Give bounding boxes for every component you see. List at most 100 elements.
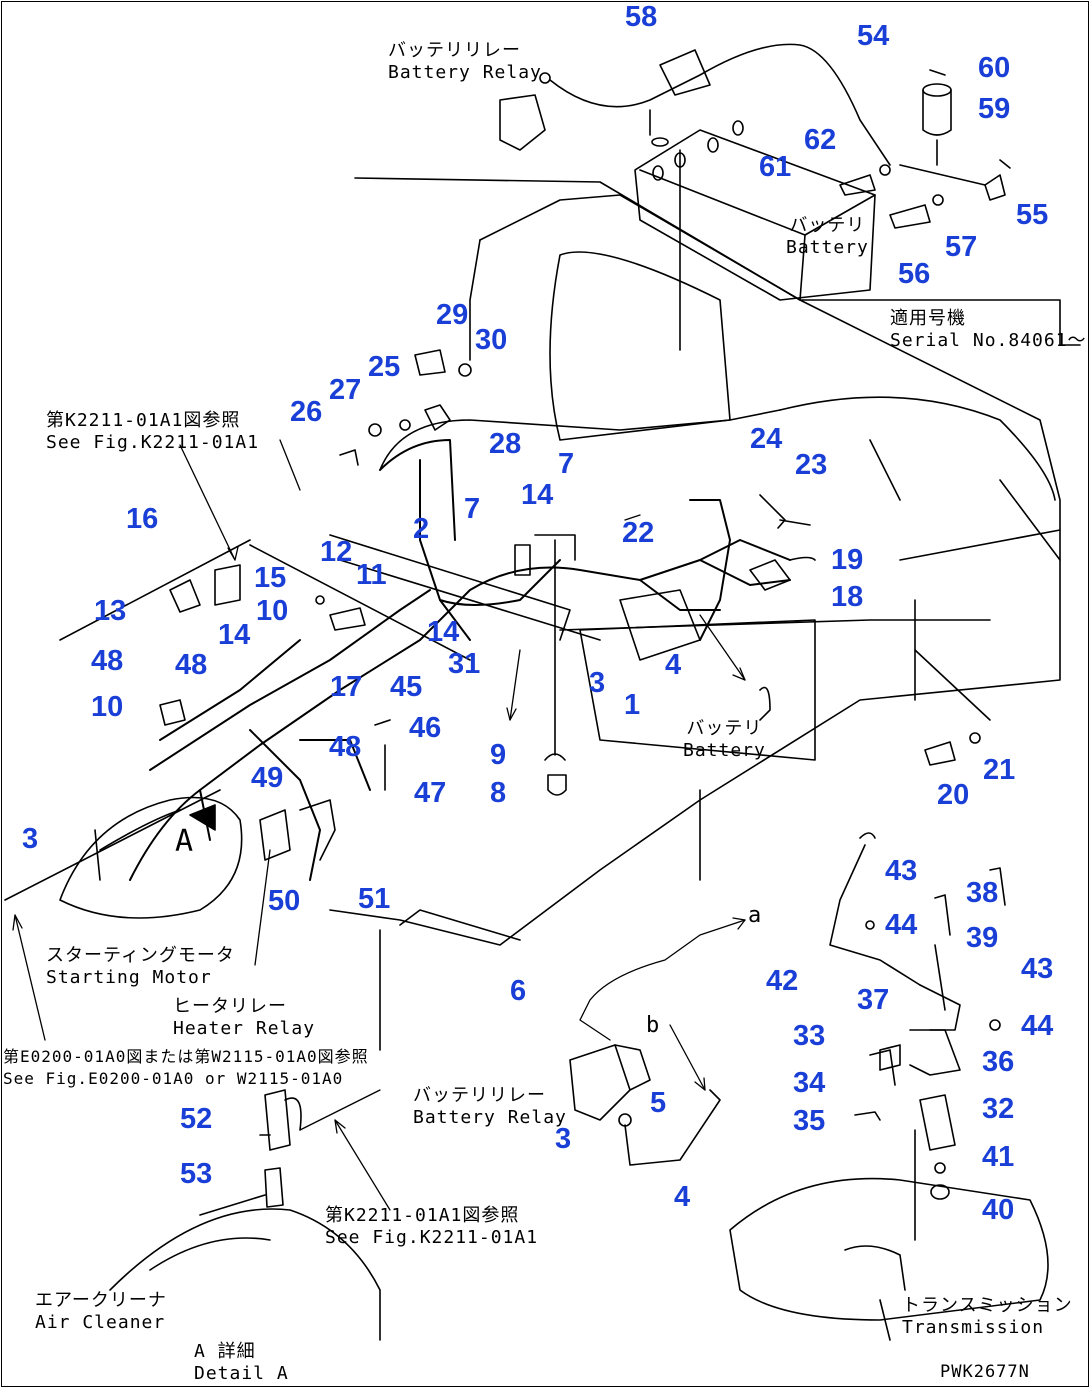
callout-59: 59 [978, 93, 1011, 125]
callout-48-right: 48 [329, 731, 362, 763]
label-see-fig-k2211-left: 第K2211-01A1図参照 See Fig.K2211-01A1 [46, 410, 259, 454]
callout-1: 1 [624, 689, 641, 721]
callout-56: 56 [898, 258, 931, 290]
label-see-fig-e0200: 第E0200-01A0図または第W2115-01A0図参照 See Fig.E0… [3, 1046, 369, 1090]
label-en: Detail A [194, 1363, 289, 1384]
callout-3-battery: 3 [589, 667, 606, 699]
label-jp: A 詳細 [194, 1341, 256, 1362]
callout-28: 28 [489, 428, 522, 460]
label-jp: スターティングモータ [46, 945, 235, 966]
callout-35: 35 [793, 1105, 826, 1137]
callout-53: 53 [180, 1158, 213, 1190]
callout-51: 51 [358, 883, 391, 915]
label-transmission: トランスミッション Transmission [902, 1295, 1073, 1339]
transmission-bracket-drawing [729, 832, 1049, 1341]
callout-42: 42 [766, 965, 799, 997]
callout-8: 8 [490, 777, 507, 809]
marker-a: a [748, 903, 763, 928]
callout-17: 17 [330, 671, 363, 703]
label-en: Transmission [902, 1317, 1045, 1338]
callout-21: 21 [983, 754, 1016, 786]
callout-48-left: 48 [91, 645, 124, 677]
battery-relay-top-drawing [499, 43, 891, 166]
callout-46: 46 [409, 712, 442, 744]
callout-13: 13 [94, 595, 127, 627]
label-en: Battery [786, 237, 869, 258]
marker-b: b [646, 1013, 661, 1038]
callout-62: 62 [804, 124, 837, 156]
callout-36: 36 [982, 1046, 1015, 1078]
callout-7-upper: 7 [558, 448, 575, 480]
callout-44-upper: 44 [885, 909, 918, 941]
label-en: See Fig.K2211-01A1 [46, 432, 260, 453]
projection-lines [4, 149, 1081, 901]
callout-60: 60 [978, 52, 1011, 84]
callout-25: 25 [368, 351, 401, 383]
callout-32: 32 [982, 1093, 1015, 1125]
callout-44-lower: 44 [1021, 1010, 1054, 1042]
battery-top-drawing [634, 120, 876, 301]
label-battery-top: バッテリ Battery [786, 215, 869, 259]
callout-3-left: 3 [22, 823, 39, 855]
callout-19: 19 [831, 544, 864, 576]
callout-5: 5 [650, 1087, 667, 1119]
callout-61: 61 [759, 151, 792, 183]
label-en: Battery Relay [413, 1107, 567, 1128]
callout-39: 39 [966, 922, 999, 954]
label-jp: ヒータリレー [173, 996, 287, 1017]
label-jp: 適用号機 [890, 308, 966, 329]
label-jp: バッテリリレー [413, 1085, 546, 1106]
callout-50: 50 [268, 885, 301, 917]
callout-57: 57 [945, 231, 978, 263]
callout-14-left: 14 [218, 619, 251, 651]
callout-20: 20 [937, 779, 970, 811]
label-en: Starting Motor [46, 967, 212, 988]
label-jp: バッテリ [789, 215, 866, 236]
callout-47: 47 [414, 777, 447, 809]
callout-14-mid: 14 [427, 616, 460, 648]
callout-16: 16 [126, 503, 159, 535]
callout-18: 18 [831, 581, 864, 613]
marker-detail-a: A [175, 824, 195, 859]
label-detail-a: A 詳細 Detail A [194, 1341, 289, 1385]
callout-2: 2 [413, 513, 430, 545]
callout-43-lower: 43 [1021, 953, 1054, 985]
wire-harness [129, 439, 791, 881]
callout-3-relay: 3 [555, 1123, 572, 1155]
label-jp: 第E0200-01A0図または第W2115-01A0図参照 [3, 1047, 369, 1066]
drawing-code: PWK2677N [940, 1362, 1030, 1382]
callout-52: 52 [180, 1103, 213, 1135]
callout-10-lower: 10 [91, 691, 124, 723]
callout-49: 49 [251, 762, 284, 794]
label-jp: 第K2211-01A1図参照 [325, 1205, 520, 1226]
callout-7-lower: 7 [464, 493, 481, 525]
label-en: See Fig.E0200-01A0 or W2115-01A0 [3, 1069, 344, 1088]
callout-38: 38 [966, 877, 999, 909]
label-jp: バッテリ [686, 718, 763, 739]
label-en: See Fig.K2211-01A1 [325, 1227, 539, 1248]
callout-37: 37 [857, 984, 890, 1016]
callout-6: 6 [510, 975, 527, 1007]
battery-relay-bottom-drawing [569, 1044, 721, 1166]
label-en: Serial No.84061～ [890, 330, 1087, 351]
callout-22: 22 [622, 517, 655, 549]
callout-27: 27 [329, 374, 362, 406]
callout-9: 9 [490, 739, 507, 771]
callout-31: 31 [448, 648, 481, 680]
label-serial-no: 適用号機 Serial No.84061～ [890, 308, 1087, 352]
callout-12: 12 [320, 536, 353, 568]
callout-23: 23 [795, 449, 828, 481]
label-en: Heater Relay [173, 1018, 316, 1039]
callout-15: 15 [254, 562, 287, 594]
callout-48-mid: 48 [175, 649, 208, 681]
callout-11: 11 [356, 559, 387, 591]
clamps-and-bolts [94, 349, 981, 881]
callout-29: 29 [436, 299, 469, 331]
callout-24: 24 [750, 423, 783, 455]
callout-40: 40 [982, 1194, 1015, 1226]
label-air-cleaner: エアークリーナ Air Cleaner [35, 1290, 167, 1334]
callout-26: 26 [290, 396, 323, 428]
label-jp: エアークリーナ [35, 1290, 167, 1311]
